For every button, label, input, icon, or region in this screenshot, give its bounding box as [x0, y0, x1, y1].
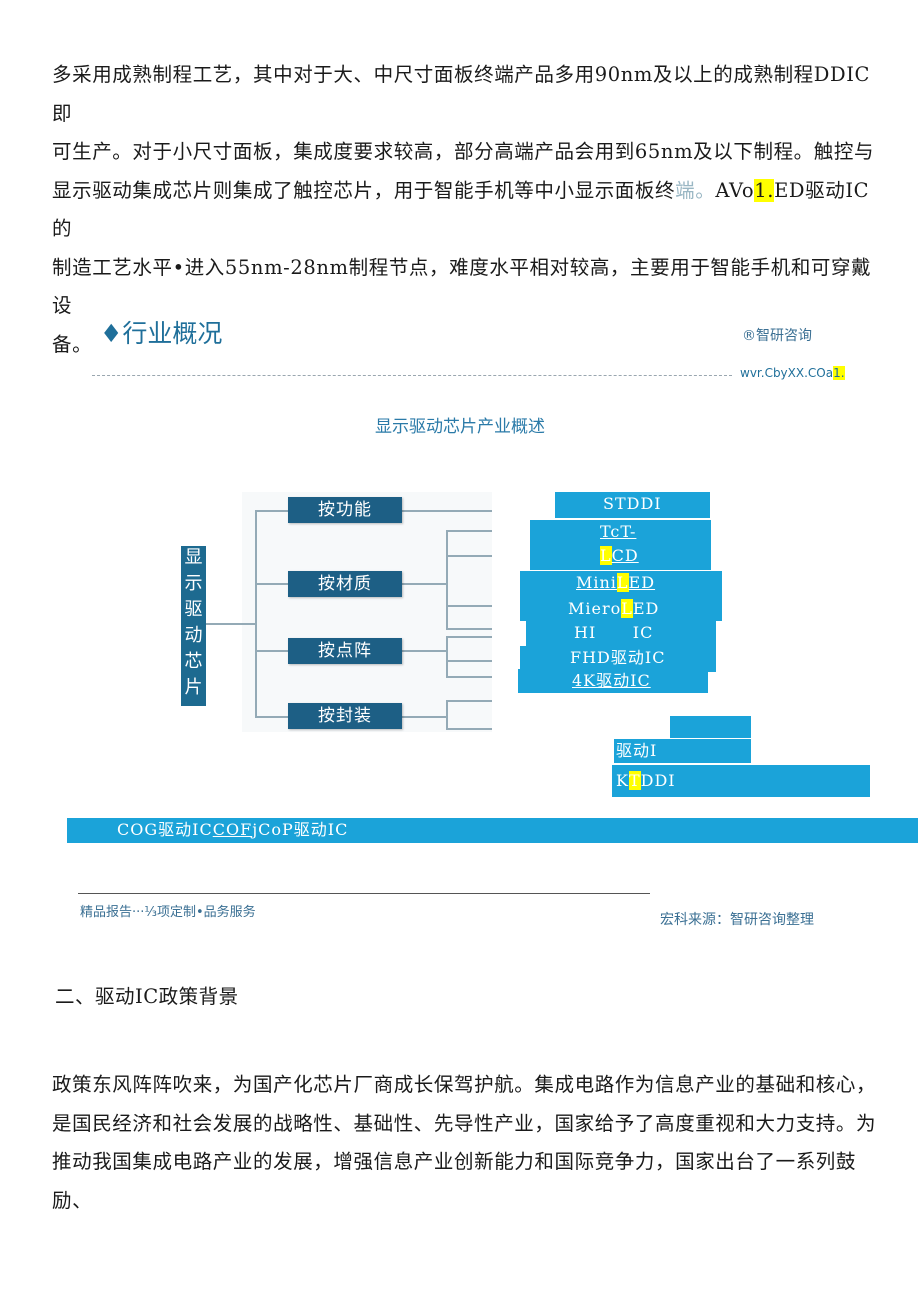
leaf-stddi: STDDI [555, 492, 710, 518]
leaf-fhd-ic: FHD驱动IC [520, 646, 716, 672]
highlighted-text: L [616, 573, 629, 592]
leaf-package-types: COG驱动ICCOFjCoP驱动IC [67, 818, 918, 843]
highlighted-text: 1. [833, 366, 845, 380]
leaf-text: Mini [576, 573, 617, 592]
text-run: 显示驱动集成芯片则集成了触控芯片，用于智能手机等中小显示面板终 [52, 178, 676, 202]
leaf-hd-ic: HI IC [526, 621, 716, 646]
section-heading: 二、驱动IC政策背景 [55, 985, 239, 1008]
paragraph-line: 政策东风阵阵吹来，为国产化芯片厂商成长保驾护航。集成电路作为信息产业的基础和核心… [52, 1073, 877, 1096]
connector-line [255, 716, 288, 718]
connector-line [206, 623, 256, 625]
text-run: AVo [715, 178, 755, 202]
category-package: 按封装 [288, 703, 402, 729]
connector-line [446, 700, 448, 730]
dashed-divider [92, 375, 732, 376]
industry-overview-title: ♦行业概况 [100, 319, 223, 348]
category-function: 按功能 [288, 497, 402, 523]
leaf-tct: TcT- [530, 520, 711, 546]
leaf-text: ED [632, 599, 660, 618]
leaf-lcd: LCD [530, 544, 711, 570]
leaf-text: DDI [640, 771, 676, 790]
connector-line [446, 660, 492, 662]
connector-line [402, 510, 492, 512]
category-material: 按材质 [288, 571, 402, 597]
leaf-kt-ddi: KTDDI [612, 765, 870, 797]
leaf-text: K [616, 771, 629, 790]
leaf-text: 4K驱动IC [572, 671, 651, 690]
root-node: 显示驱动芯片 [181, 546, 206, 706]
footer-slogan: 精品报告···⅓项定制•品务服务 [80, 905, 256, 920]
leaf-text: CD [611, 546, 639, 565]
paragraph-line: 是国民经济和社会发展的战略性、基础性、先导性产业，国家给予了高度重视和大力支持。… [52, 1111, 877, 1135]
brand-logo-text: ®智研咨询 [742, 328, 812, 344]
leaf-driver-ic: 驱动I [614, 739, 751, 763]
connector-line [402, 716, 447, 718]
connector-line [446, 728, 492, 730]
connector-line [446, 636, 448, 676]
leaf-text: TcT- [600, 522, 637, 541]
root-node-char: 示 [184, 573, 203, 594]
paragraph-line: 可生产。对于小尺寸面板，集成度要求较高，部分高端产品会用到65nm及以下制程。触… [52, 140, 875, 163]
connector-line [402, 583, 447, 585]
paragraph-line: 多采用成熟制程工艺，其中对于大、中尺寸面板终端产品多用90nm及以上的成熟制程D… [52, 63, 871, 125]
connector-line [255, 583, 288, 585]
paragraph-line: 显示驱动集成芯片则集成了触控芯片，用于智能手机等中小显示面板终端。AVo1.ED… [52, 172, 880, 249]
highlighted-text: 1. [754, 178, 775, 202]
leaf-text: ED [628, 573, 656, 592]
diagram-title: 显示驱动芯片产业概述 [375, 417, 545, 437]
leaf-text: jCoP驱动IC [252, 820, 349, 839]
connector-line [446, 676, 492, 678]
leaf-text: Miero [568, 599, 622, 618]
category-dot-matrix: 按点阵 [288, 638, 402, 664]
connector-line [255, 510, 257, 718]
paragraph-line: 推动我国集成电路产业的发展，增强信息产业创新能力和国际竞争力，国家出台了一系列鼓… [52, 1150, 857, 1212]
connector-line [402, 650, 447, 652]
leaf-mini-led: MiniLED [520, 571, 722, 599]
paragraph-line: 备。 [52, 332, 93, 356]
highlighted-text: L [600, 546, 612, 565]
connector-line [255, 650, 288, 652]
root-node-char: 显 [184, 547, 203, 568]
highlighted-text: T [628, 771, 641, 790]
connector-line [446, 628, 492, 630]
connector-line [446, 530, 492, 532]
intro-paragraph: 多采用成熟制程工艺，其中对于大、中尺寸面板终端产品多用90nm及以上的成熟制程D… [52, 56, 880, 364]
connector-line [446, 700, 492, 702]
root-node-char: 片 [184, 677, 203, 698]
root-node-char: 芯 [184, 651, 203, 672]
leaf-text: COG驱动IC [117, 820, 213, 839]
url-text: wvr.CbyXX.COa [740, 366, 834, 380]
site-url: wvr.CbyXX.COa1. [740, 366, 845, 380]
diagram-background [242, 492, 492, 732]
data-source: 宏科来源：智研咨询整理 [660, 912, 814, 928]
paragraph-line: 制造工艺水平•进入55nm-28nm制程节点，难度水平相对较高，主要用于智能手机… [52, 255, 872, 318]
connector-line [255, 510, 288, 512]
text-run: ED驱动IC的 [52, 178, 870, 241]
leaf-4k-ic: 4K驱动IC [518, 669, 708, 693]
highlighted-text: L [621, 599, 633, 618]
connector-line [446, 530, 448, 630]
policy-paragraph: 政策东风阵阵吹来，为国产化芯片厂商成长保驾护航。集成电路作为信息产业的基础和核心… [52, 1066, 880, 1220]
faded-text: 端。 [675, 178, 716, 202]
footer-divider [78, 893, 650, 894]
connector-line [446, 555, 492, 557]
root-node-char: 驱 [184, 599, 203, 620]
connector-line [446, 605, 492, 607]
leaf-block [670, 716, 751, 738]
leaf-text: COF [212, 820, 253, 839]
leaf-micro-led: MieroLED [520, 597, 722, 621]
connector-line [446, 636, 492, 638]
root-node-char: 动 [184, 625, 203, 646]
